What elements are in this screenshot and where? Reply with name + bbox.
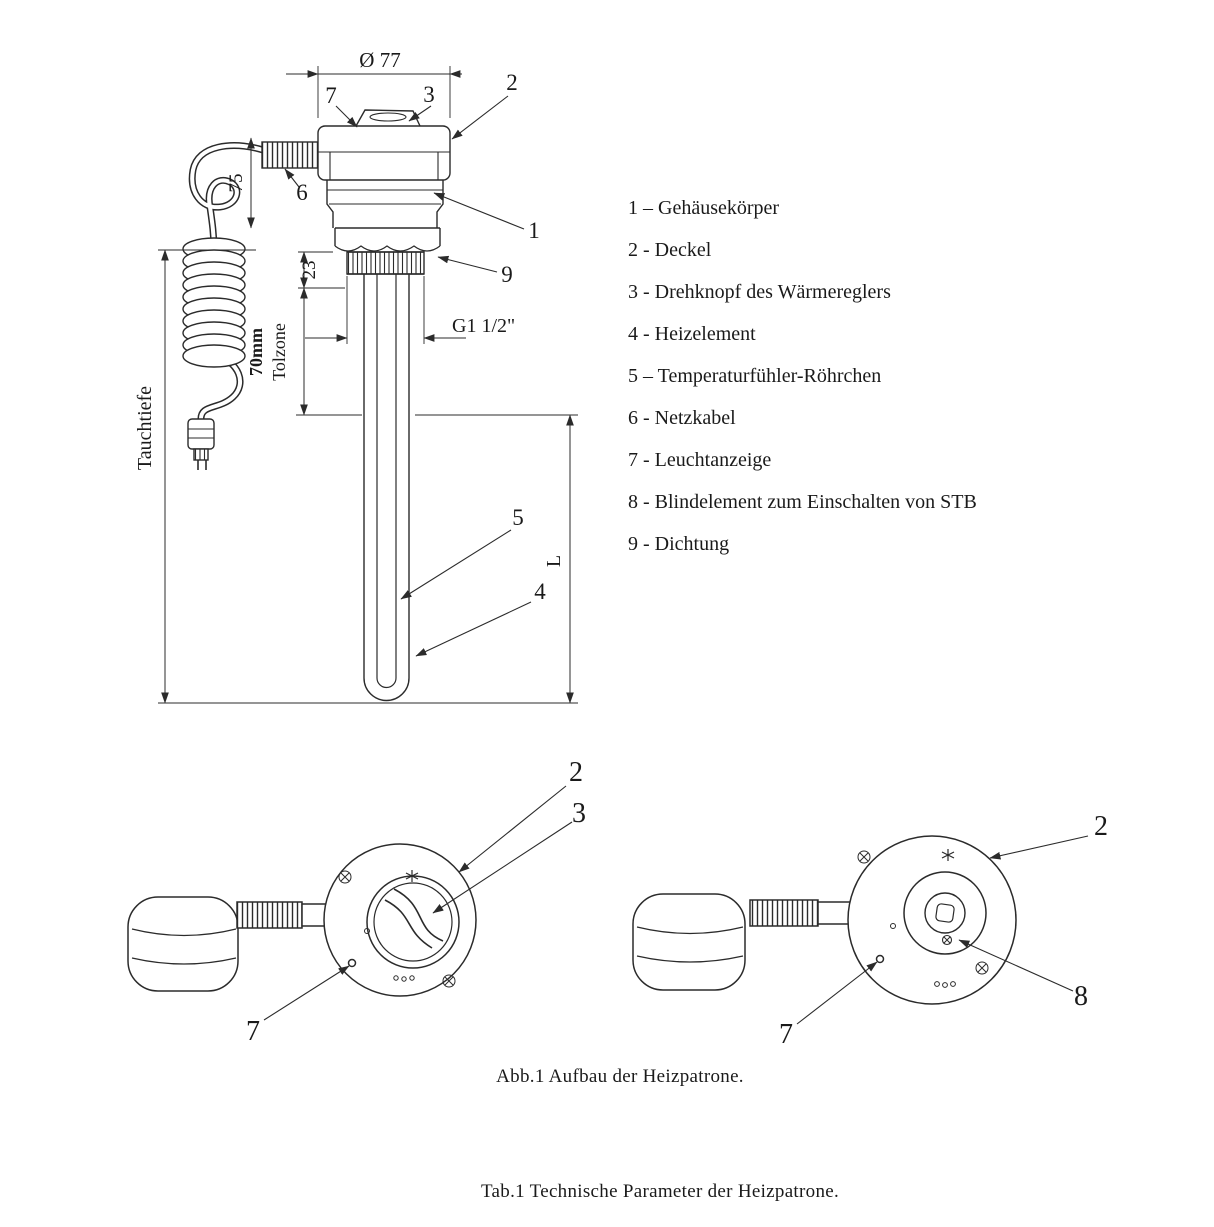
legend-item-2: 2 - Deckel — [628, 239, 712, 261]
callout-2: 2 — [506, 70, 518, 95]
callout-8-right-view: 8 — [1074, 981, 1088, 1012]
power-cord — [188, 142, 264, 251]
vent-holes — [393, 975, 415, 982]
main-view — [158, 66, 578, 704]
callout-3-left-view: 3 — [572, 798, 586, 829]
cap-face — [847, 835, 1017, 1005]
callout-2-right-view: 2 — [1094, 811, 1108, 842]
dim-length-label: L — [543, 555, 565, 567]
screws — [338, 870, 456, 988]
cable-gland — [236, 901, 303, 929]
legend-item-3: 3 - Drehknopf des Wärmereglers — [628, 281, 891, 303]
thermostat-knob — [355, 109, 421, 127]
indicator-led — [347, 958, 357, 968]
bottom-right-view — [632, 835, 1089, 1025]
callout-2-left-view: 2 — [569, 757, 583, 788]
vent-holes — [934, 981, 956, 988]
callout-1: 1 — [528, 218, 540, 243]
cap-face — [323, 843, 477, 997]
hex-nut — [334, 227, 441, 252]
legend-item-8: 8 - Blindelement zum Einschalten von STB — [628, 491, 977, 513]
legend-item-5: 5 – Temperaturfühler-Röhrchen — [628, 365, 882, 387]
callout-leaders — [796, 835, 1089, 1025]
dim-diameter-label: Ø 77 — [359, 48, 400, 72]
blind-element — [924, 892, 966, 934]
callout-leaders — [284, 95, 532, 657]
legend-item-4: 4 - Heizelement — [628, 323, 756, 345]
housing-body — [326, 179, 444, 228]
knob-face — [373, 882, 453, 962]
callout-4: 4 — [534, 579, 546, 604]
thread-section — [346, 251, 425, 275]
callout-5: 5 — [512, 505, 524, 530]
callout-6: 6 — [296, 180, 308, 205]
callout-9: 9 — [501, 262, 513, 287]
callout-7: 7 — [325, 83, 337, 108]
indicator-led — [875, 954, 885, 964]
cable-gland — [261, 141, 319, 169]
screws — [857, 849, 989, 975]
dimension-lines — [158, 66, 578, 704]
dim-thread-label: G1 1/2" — [452, 315, 515, 337]
legend-item-7: 7 - Leuchtanzeige — [628, 449, 772, 471]
dim-tolzone-value: 70mm — [246, 328, 266, 376]
cable-coil — [182, 237, 246, 368]
legend-item-1: 1 – Gehäusekörper — [628, 197, 780, 219]
plug-body — [632, 893, 746, 991]
figure-caption: Abb.1 Aufbau der Heizpatrone. — [496, 1066, 744, 1087]
callout-7-right-view: 7 — [779, 1019, 793, 1050]
mains-plug — [187, 418, 215, 470]
callout-7-left-view: 7 — [246, 1016, 260, 1047]
heating-element-tube — [363, 274, 410, 702]
callout-3: 3 — [423, 82, 435, 107]
dim-tauchtiefe-label: Tauchtiefe — [134, 386, 156, 470]
dim-75-label: 75 — [226, 174, 247, 193]
dim-tolzone-label: Tolzone — [269, 323, 289, 381]
table-caption: Tab.1 Technische Parameter der Heizpatro… — [480, 1181, 840, 1202]
legend-item-9: 9 - Dichtung — [628, 533, 730, 555]
plug-body — [127, 896, 239, 992]
cap-body — [317, 125, 451, 181]
bottom-left-view — [127, 785, 573, 1021]
dim-23-label: 23 — [299, 261, 320, 280]
legend: 1 – Gehäusekörper 2 - Deckel 3 - Drehkno… — [628, 187, 977, 565]
cable-gland — [749, 899, 819, 927]
legend-item-6: 6 - Netzkabel — [628, 407, 736, 429]
callout-leaders — [263, 785, 573, 1021]
